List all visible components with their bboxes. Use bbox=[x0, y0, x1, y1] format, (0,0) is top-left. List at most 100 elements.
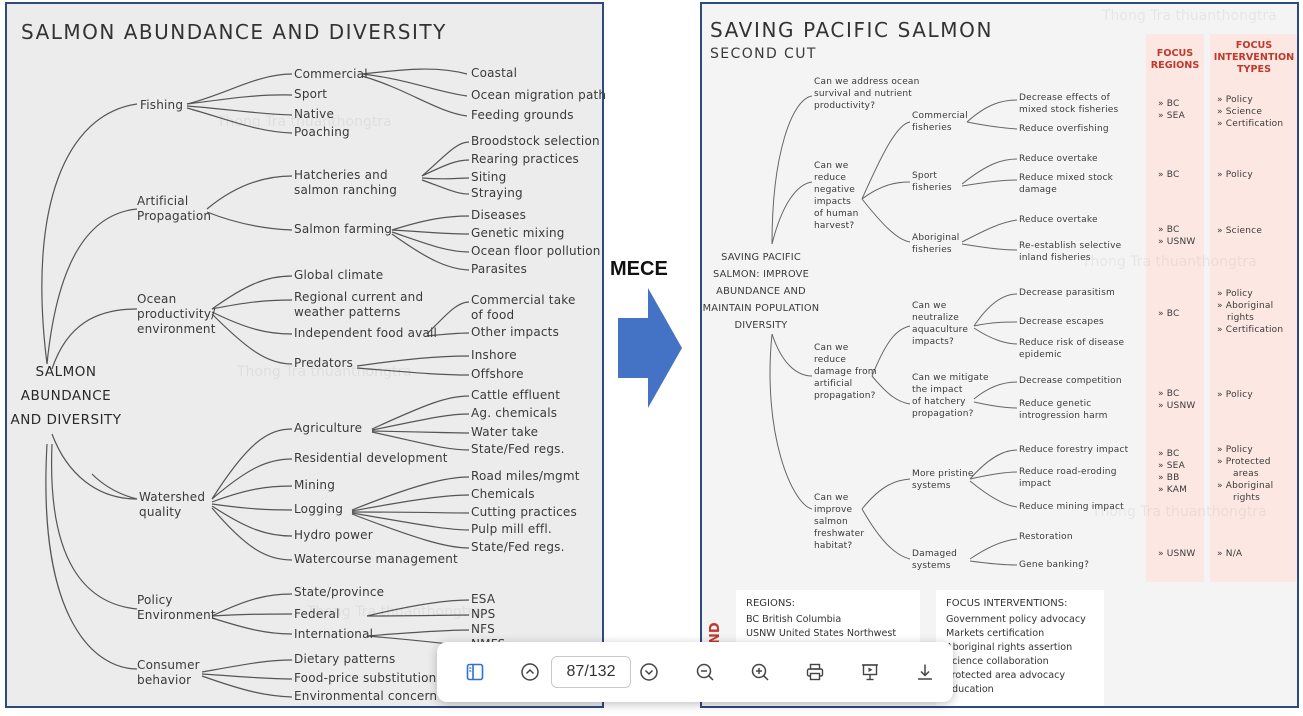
presentation-icon bbox=[862, 664, 878, 681]
header-line: TYPES bbox=[1237, 64, 1271, 75]
sub-aquaculture: Can we neutralize aquaculture impacts? bbox=[912, 300, 968, 348]
download-button[interactable] bbox=[913, 660, 937, 684]
node: Hydro power bbox=[294, 528, 373, 542]
regions-row: » BC » SEA » BB » KAM bbox=[1158, 448, 1187, 496]
text-line: Damaged bbox=[912, 549, 958, 559]
root-line: SALMON: IMPROVE bbox=[713, 269, 809, 280]
text-line: » SEA bbox=[1158, 461, 1185, 471]
action: Decrease escapes bbox=[1019, 317, 1104, 327]
text-line: Can we bbox=[814, 161, 849, 171]
node: Independent food avail bbox=[294, 326, 438, 340]
text-line: freshwater bbox=[814, 529, 865, 539]
node: Watercourse management bbox=[294, 552, 458, 566]
print-button[interactable] bbox=[803, 660, 827, 684]
leaf: ESA bbox=[471, 592, 496, 606]
watermark: Thong Tra thuanthongtra bbox=[217, 114, 392, 130]
sub-damaged: Damaged systems bbox=[912, 548, 957, 572]
node: State/province bbox=[294, 585, 385, 599]
node: Environmental concern bbox=[294, 689, 438, 703]
text-line: Can we address ocean bbox=[814, 77, 920, 87]
text-line: propagation? bbox=[912, 409, 974, 419]
action: Reduce risk of disease epidemic bbox=[1019, 337, 1124, 361]
text-line: » Protected bbox=[1217, 457, 1271, 467]
action: Reduce overtake bbox=[1019, 215, 1098, 225]
text-line: Reduce genetic bbox=[1019, 399, 1092, 409]
text-line: Reduce risk of disease bbox=[1019, 338, 1125, 348]
sidebar-toggle-button[interactable] bbox=[463, 660, 487, 684]
focus-regions-header: FOCUS REGIONS bbox=[1146, 48, 1204, 72]
text-line: » Aboriginal bbox=[1217, 301, 1274, 311]
node: Residential development bbox=[294, 451, 448, 465]
leaf: Offshore bbox=[471, 367, 524, 381]
types-row: » Policy » Aboriginal rights » Certifica… bbox=[1217, 288, 1283, 336]
regions-row: » BC » USNW bbox=[1158, 388, 1196, 412]
text-line: Can we bbox=[814, 343, 849, 353]
presentation-button[interactable] bbox=[858, 660, 882, 684]
text-line: Reduce mixed stock bbox=[1019, 173, 1114, 183]
types-row: » Science bbox=[1217, 226, 1263, 236]
legend-row: USNW United States Northwest bbox=[746, 628, 897, 639]
node: Salmon farming bbox=[294, 222, 393, 236]
leaf: Cattle effluent bbox=[471, 388, 561, 402]
action: Re-establish selective inland fisheries bbox=[1019, 240, 1121, 264]
sub-commercial-fisheries: Commercial fisheries bbox=[912, 110, 968, 134]
types-row: » Policy bbox=[1217, 170, 1253, 180]
leaf: NPS bbox=[471, 607, 496, 621]
branch-ocean-productivity: Ocean productivity/ environment bbox=[137, 292, 216, 336]
leaf: Diseases bbox=[471, 208, 527, 222]
branch-fishing: Fishing bbox=[140, 98, 184, 112]
leaf: Siting bbox=[471, 170, 507, 184]
sub-aboriginal-fisheries: Aboriginal fisheries bbox=[912, 232, 960, 256]
node: Logging bbox=[294, 502, 344, 516]
next-page-button[interactable] bbox=[637, 660, 661, 684]
types-row: » N/A bbox=[1217, 549, 1243, 559]
leaf: Cutting practices bbox=[471, 505, 577, 519]
text-line: Reduce road-eroding bbox=[1019, 467, 1117, 477]
text-line: fisheries bbox=[912, 245, 952, 255]
action: Reduce overfishing bbox=[1019, 124, 1109, 134]
leaf: Broodstock selection bbox=[471, 134, 600, 148]
leaf: Coastal bbox=[471, 66, 518, 80]
right-page-title: SAVING PACIFIC SALMON bbox=[710, 18, 994, 42]
text-line: epidemic bbox=[1019, 350, 1062, 360]
chevron-down-circle-icon bbox=[640, 663, 658, 681]
legend-regions-title: REGIONS: bbox=[746, 598, 796, 609]
types-row: » Policy » Protected areas » Aboriginal … bbox=[1217, 444, 1273, 504]
focus-types-header: FOCUS INTERVENTION TYPES bbox=[1210, 40, 1297, 76]
page-number-input[interactable]: 87/132 bbox=[551, 656, 631, 688]
sub-sport-fisheries: Sport fisheries bbox=[912, 170, 952, 194]
action: Reduce overtake bbox=[1019, 154, 1098, 164]
text-line: » BC bbox=[1158, 99, 1180, 109]
printer-icon bbox=[806, 663, 824, 681]
node: Predators bbox=[294, 356, 354, 370]
text-line: habitat? bbox=[814, 541, 853, 551]
action: Reduce mixed stock damage bbox=[1019, 172, 1113, 196]
legend-row: Government policy advocacy bbox=[946, 614, 1086, 625]
legend-row: Protected area advocacy bbox=[946, 670, 1066, 681]
zoom-in-button[interactable] bbox=[748, 660, 772, 684]
root-line: ABUNDANCE bbox=[20, 388, 112, 404]
text-line: aquaculture bbox=[912, 325, 969, 335]
text-line: areas bbox=[1233, 469, 1259, 479]
node: Hatcheries and salmon ranching bbox=[294, 168, 398, 197]
text-line: systems bbox=[912, 561, 951, 571]
action: Decrease competition bbox=[1019, 376, 1122, 386]
regions-row: » BC » USNW bbox=[1158, 224, 1196, 248]
text-line: systems bbox=[912, 481, 951, 491]
leaf: NFS bbox=[471, 622, 495, 636]
node: Dietary patterns bbox=[294, 652, 396, 666]
root-line: DIVERSITY bbox=[734, 320, 788, 331]
zoom-out-button[interactable] bbox=[693, 660, 717, 684]
text-line: rights bbox=[1233, 493, 1261, 503]
node: Federal bbox=[294, 607, 340, 621]
right-root-node: SAVING PACIFIC SALMON: IMPROVE ABUNDANCE… bbox=[702, 249, 820, 334]
header-line: REGIONS bbox=[1150, 60, 1200, 71]
leaf: Ocean migration path bbox=[471, 88, 607, 102]
previous-page-button[interactable] bbox=[518, 660, 542, 684]
node: Commercial bbox=[294, 67, 368, 81]
text-line: negative bbox=[814, 185, 855, 195]
node: Native bbox=[294, 107, 335, 121]
leaf: Water take bbox=[471, 425, 539, 439]
header-line: INTERVENTION bbox=[1213, 52, 1295, 63]
text-line: Decrease effects of bbox=[1019, 93, 1110, 103]
